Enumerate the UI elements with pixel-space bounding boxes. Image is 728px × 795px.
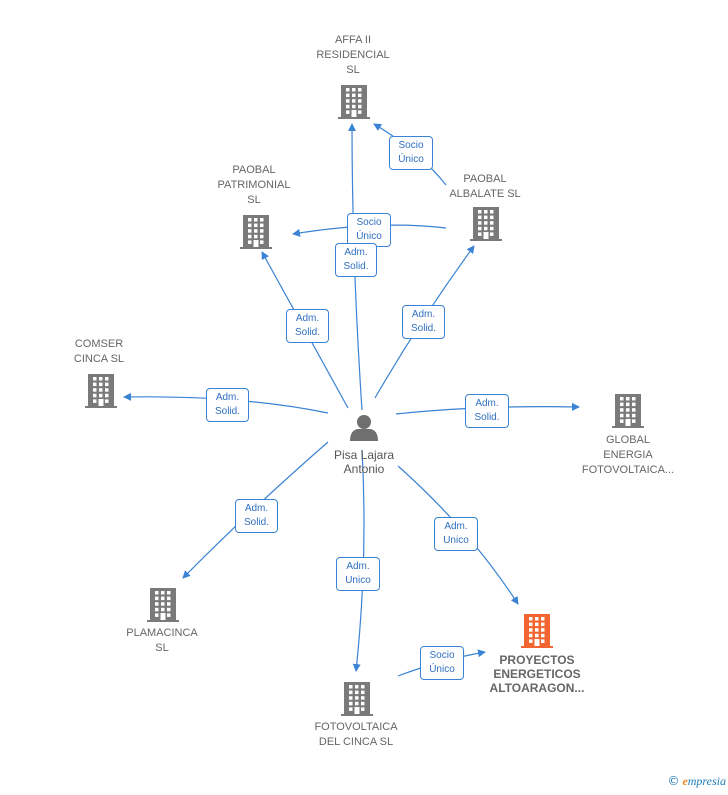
- person-label[interactable]: Pisa Lajara Antonio: [333, 448, 395, 476]
- building-icon-paobal-patrimonial[interactable]: [240, 215, 272, 249]
- edge-label-person-proyectos: Adm. Unico: [434, 517, 478, 551]
- edge-label-albalate-patrimonial: Socio Único: [347, 213, 391, 247]
- building-icon-global[interactable]: [612, 394, 644, 428]
- edge-label-person-global: Adm. Solid.: [465, 394, 509, 428]
- company-label-fotovoltaica[interactable]: FOTOVOLTAICA DEL CINCA SL: [314, 721, 398, 748]
- empresia-watermark: ©empresia: [667, 774, 726, 789]
- person-icon[interactable]: [350, 415, 378, 441]
- edge-label-person-plamacinca: Adm. Solid.: [235, 499, 278, 533]
- edge-label-affa-albalate: Socio Único: [389, 136, 433, 170]
- building-icon-comser[interactable]: [85, 374, 117, 408]
- building-icon-plamacinca[interactable]: [147, 588, 179, 622]
- building-icon-affa[interactable]: [338, 85, 370, 119]
- building-icon-proyectos[interactable]: [521, 614, 553, 648]
- company-label-paobal-patrimonial[interactable]: PAOBAL PATRIMONIAL SL: [217, 164, 291, 206]
- building-icon-paobal-albalate[interactable]: [470, 207, 502, 241]
- company-label-proyectos[interactable]: PROYECTOS ENERGETICOS ALTOARAGON...: [489, 653, 585, 695]
- edge-label-fotovoltaica-proyectos: Socio Único: [420, 646, 464, 680]
- edge-label-person-fotovoltaica: Adm. Unico: [336, 557, 380, 591]
- edge-label-person-albalate: Adm. Solid.: [402, 305, 445, 339]
- icons-layer: [85, 85, 644, 716]
- company-label-global[interactable]: GLOBAL ENERGIA FOTOVOLTAICA...: [581, 434, 675, 476]
- edges-layer: [123, 123, 580, 677]
- building-icon-fotovoltaica[interactable]: [341, 682, 373, 716]
- copyright-icon: ©: [667, 774, 680, 788]
- brand-rest: mpresia: [687, 774, 726, 788]
- edge-label-person-affa: Adm. Solid.: [335, 243, 377, 277]
- company-label-plamacinca[interactable]: PLAMACINCA SL: [126, 627, 198, 654]
- company-label-comser[interactable]: COMSER CINCA SL: [73, 338, 125, 365]
- brand-initial: e: [682, 774, 688, 788]
- company-label-paobal-albalate[interactable]: PAOBAL ALBALATE SL: [449, 173, 521, 200]
- edge-label-person-patrimonial: Adm. Solid.: [286, 309, 329, 343]
- company-label-affa[interactable]: AFFA II RESIDENCIAL SL: [316, 34, 390, 76]
- edge-label-person-comser: Adm. Solid.: [206, 388, 249, 422]
